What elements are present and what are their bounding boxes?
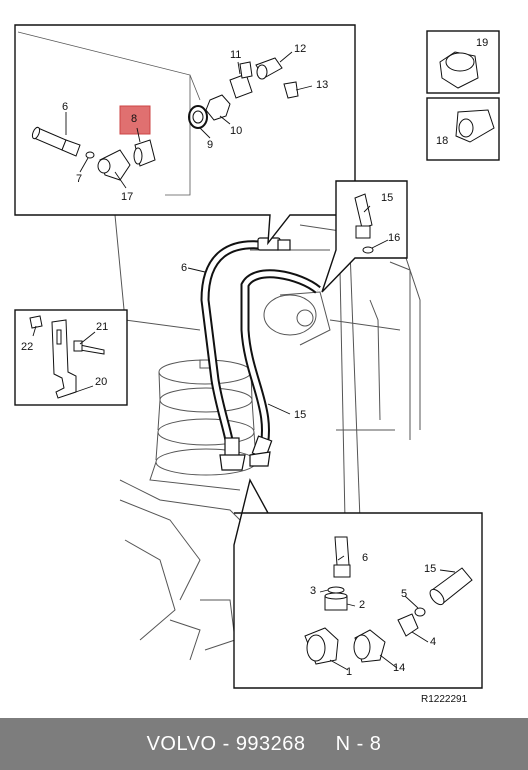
figure-code: R1222291: [421, 694, 468, 705]
part-11-connector: [229, 61, 253, 99]
part-8-fitting: [133, 139, 156, 167]
diagram-position: N - 8: [335, 732, 382, 755]
callout-9: 9: [207, 139, 213, 151]
callout-4: 4: [430, 636, 436, 648]
part-7-washer: [85, 151, 95, 159]
callout-19: 19: [476, 37, 488, 49]
callout-10: 10: [230, 125, 242, 137]
parts-diagram: 6 7 17 8 9 10 11 12 13 19 18 15 16 6 15 …: [14, 24, 500, 705]
detail-inset-bracket: [14, 309, 128, 406]
part-info-footer: VOLVO - 993268 N - 8: [0, 718, 528, 770]
part-17-elbow: [97, 149, 131, 181]
callout-12: 12: [294, 43, 306, 55]
part-10-nut: [205, 94, 231, 121]
callout-2: 2: [359, 599, 365, 611]
hose-6-main: [200, 240, 269, 456]
callout-7: 7: [76, 173, 82, 185]
diagram-svg: 6 7 17 8 9 10 11 12 13 19 18 15 16 6 15 …: [14, 24, 500, 705]
callout-18: 18: [436, 135, 448, 147]
hose-fittings: [219, 237, 291, 471]
part-6-pipe: [31, 126, 81, 157]
callout-15-inset: 15: [381, 192, 393, 204]
callout-21: 21: [96, 321, 108, 333]
callout-15-main: 15: [294, 409, 306, 421]
part-9-seal: [188, 105, 208, 129]
callout-5: 5: [401, 588, 407, 600]
leader-lines: [32, 51, 456, 671]
hose-15-main: [240, 269, 321, 457]
part-12-sensor: [255, 57, 283, 80]
brand-label: VOLVO: [146, 732, 217, 755]
callout-6-bottom: 6: [362, 552, 368, 564]
callout-16: 16: [388, 232, 400, 244]
callout-13: 13: [316, 79, 328, 91]
detail-inset-15-16: [321, 180, 408, 293]
part-number: 993268: [235, 732, 306, 755]
detail-inset-18: [426, 97, 500, 161]
callout-8: 8: [131, 113, 137, 125]
callout-6-main: 6: [181, 262, 187, 274]
part-13-plug: [283, 81, 299, 99]
callout-22: 22: [21, 341, 33, 353]
callout-15-bottom: 15: [424, 563, 436, 575]
callout-20: 20: [95, 376, 107, 388]
callout-labels: 6 7 17 8 9 10 11 12 13 19 18 15 16 6 15 …: [21, 37, 488, 705]
callout-3: 3: [310, 585, 316, 597]
detail-inset-top: [14, 24, 356, 246]
separator: -: [216, 732, 236, 755]
callout-6-top: 6: [62, 101, 68, 113]
detail-inset-bottom: [233, 478, 483, 689]
callout-17: 17: [121, 191, 133, 203]
highlight-part-8: [119, 105, 151, 135]
callout-1: 1: [346, 666, 352, 678]
callout-14: 14: [393, 662, 405, 674]
detail-inset-19: [426, 30, 500, 94]
callout-11: 11: [230, 49, 241, 61]
